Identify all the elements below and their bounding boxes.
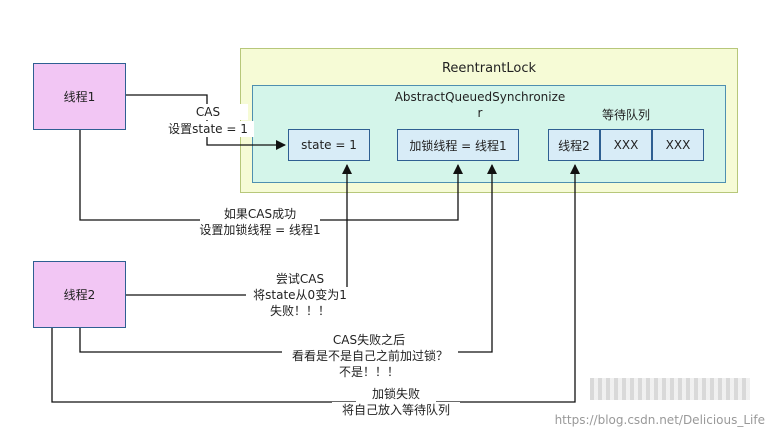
aqs-title-line1: AbstractQueuedSynchronize [394, 90, 566, 104]
state-box: state = 1 [288, 129, 370, 161]
watermark-logo-blur [590, 378, 750, 400]
enqueue-label-line1: 加锁失败 [356, 386, 436, 402]
reentrantlock-title: ReentrantLock [441, 61, 537, 76]
thread2-label: 线程2 [63, 288, 96, 302]
aqs-title-line2: r [477, 106, 483, 120]
success-label-line2: 设置加锁线程 = 线程1 [186, 222, 334, 238]
cas-label-line2: 设置state = 1 [162, 121, 254, 137]
try-cas-label-line1: 尝试CAS [262, 271, 338, 287]
try-cas-label-line2: 将state从0变为1 [246, 287, 354, 303]
after-fail-label-line1: CAS失败之后 [316, 332, 422, 348]
queue-cell-label: 线程2 [558, 138, 590, 153]
owner-thread-box: 加锁线程 = 线程1 [397, 129, 519, 161]
queue-title: 等待队列 [601, 108, 650, 122]
thread2-box: 线程2 [33, 261, 126, 328]
queue-cell: XXX [600, 129, 652, 161]
enqueue-label-line2: 将自己放入等待队列 [332, 402, 460, 418]
arrow-enqueue [51, 164, 580, 403]
arrow-check-owner [79, 164, 497, 353]
after-fail-label-line2: 看看是不是自己之前加过锁？ [282, 348, 458, 364]
queue-cell-label: XXX [613, 138, 639, 152]
try-cas-label-line3: 失败！！！ [262, 303, 338, 319]
watermark-text: https://blog.csdn.net/Delicious_Life [554, 413, 765, 427]
cas-label-line1: CAS [168, 104, 248, 120]
queue-cell-label: XXX [665, 138, 691, 152]
queue-cell: 线程2 [548, 129, 600, 161]
success-label-line1: 如果CAS成功 [200, 206, 320, 222]
arrow-cas [126, 94, 286, 150]
thread1-label: 线程1 [63, 90, 96, 104]
after-fail-label-line3: 不是！！！ [326, 364, 412, 380]
owner-thread-label: 加锁线程 = 线程1 [409, 138, 507, 153]
thread1-box: 线程1 [33, 63, 126, 130]
queue-cell: XXX [652, 129, 704, 161]
state-box-label: state = 1 [301, 138, 357, 152]
